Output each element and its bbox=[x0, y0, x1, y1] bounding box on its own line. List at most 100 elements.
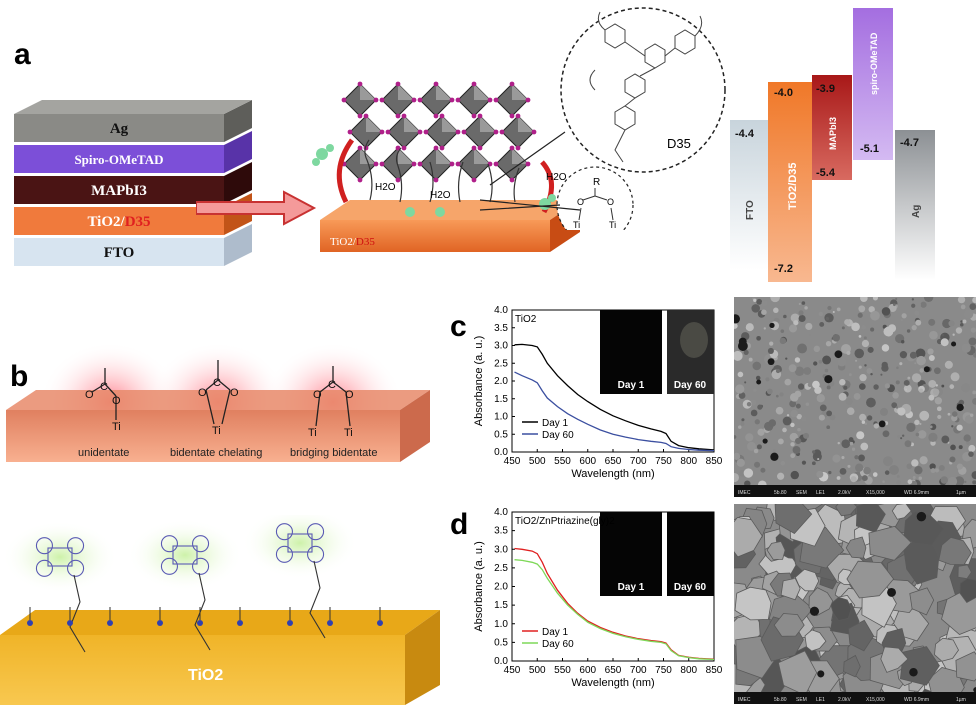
spiro-bar-label: spiro-OMeTAD bbox=[869, 32, 879, 95]
sem-footer-item: 5b.80 bbox=[774, 697, 787, 703]
legend-label-1: Day 60 bbox=[542, 639, 574, 650]
bri-ti2: Ti bbox=[344, 427, 353, 439]
sem-footer-item: 1µm bbox=[956, 490, 966, 496]
tio2-top-value: -4.0 bbox=[774, 87, 793, 99]
sem-footer-item: LE1 bbox=[816, 490, 825, 496]
binding-slab-front bbox=[6, 410, 400, 462]
water-label-1: H2O bbox=[375, 182, 396, 193]
uni-c: C bbox=[100, 381, 108, 393]
x-tick-label: 750 bbox=[655, 665, 672, 676]
y-tick-label: 0.0 bbox=[494, 656, 508, 667]
porphyrin-anchoring-diagram: TiO2 bbox=[0, 515, 440, 705]
sem-footer-item: X15,000 bbox=[866, 490, 885, 496]
x-tick-label: 450 bbox=[504, 456, 521, 467]
tio2-bar-label: TiO2/D35 bbox=[787, 163, 799, 211]
x-tick-label: 650 bbox=[605, 665, 622, 676]
water-label-2: H2O bbox=[430, 190, 451, 201]
mapbi3-bottom-value: -5.4 bbox=[816, 167, 836, 179]
y-tick-label: 0.0 bbox=[494, 447, 508, 458]
bri-c: C bbox=[328, 379, 336, 391]
ag-top-value: -4.7 bbox=[900, 137, 919, 149]
stack-layer-label-1: Spiro-OMeTAD bbox=[74, 152, 163, 167]
y-tick-label: 0.5 bbox=[494, 429, 508, 440]
tio2-substrate-label: TiO2 bbox=[188, 667, 223, 684]
chart-title: TiO2/ZnPtriazine(gly)2 bbox=[515, 516, 615, 527]
bri-o2: O bbox=[345, 389, 354, 401]
mode-bridging-bidentate: bridging bidentate bbox=[290, 447, 377, 459]
x-tick-label: 700 bbox=[630, 456, 647, 467]
legend-label-1: Day 60 bbox=[542, 430, 574, 441]
sample-photo-day60 bbox=[667, 512, 714, 596]
anchor-o1: O bbox=[577, 197, 584, 207]
d35-label: D35 bbox=[667, 136, 691, 151]
y-tick-label: 3.5 bbox=[494, 526, 508, 537]
bar-mapbi3 bbox=[812, 75, 852, 180]
ag-bar-label: Ag bbox=[911, 205, 922, 218]
stack-layer-label-3: TiO2/D35 bbox=[87, 214, 150, 230]
series-line-1 bbox=[514, 559, 715, 661]
interface-scheme: H2O H2O H2O TiO2/D35 bbox=[312, 81, 580, 252]
perovskite-octahedra bbox=[341, 81, 537, 183]
sem-footer-item: 2.0kV bbox=[838, 490, 851, 496]
bar-fto bbox=[730, 120, 768, 270]
bar-spiro bbox=[853, 8, 893, 160]
sem-footer-item: SEM bbox=[796, 490, 807, 496]
y-tick-label: 1.0 bbox=[494, 412, 508, 423]
mode-bidentate-chelating: bidentate chelating bbox=[170, 447, 262, 459]
tio2-substrate-side bbox=[405, 610, 440, 705]
bri-o1: O bbox=[313, 389, 322, 401]
binding-slab-top bbox=[6, 390, 430, 410]
bid-o2: O bbox=[230, 387, 239, 399]
anchor-r: R bbox=[593, 177, 600, 188]
sem-footer-item: 2.0kV bbox=[838, 697, 851, 703]
stack-layer-1 bbox=[14, 145, 224, 173]
x-tick-label: 600 bbox=[579, 456, 596, 467]
tio2-substrate-front bbox=[0, 635, 405, 705]
mode-unidentate: unidentate bbox=[78, 447, 129, 459]
fto-bar-label: FTO bbox=[745, 200, 756, 220]
bar-tio2-d35 bbox=[768, 82, 812, 282]
y-tick-label: 3.0 bbox=[494, 544, 508, 555]
tio2-slab-top bbox=[320, 200, 580, 220]
d35-molecule-inset: D35 R O O Ti Ti bbox=[556, 7, 726, 230]
legend-label-0: Day 1 bbox=[542, 627, 569, 638]
panel-label-d: d bbox=[450, 508, 469, 541]
x-tick-label: 850 bbox=[706, 456, 723, 467]
x-tick-label: 750 bbox=[655, 456, 672, 467]
y-tick-label: 2.5 bbox=[494, 563, 508, 574]
stack-layer-4 bbox=[14, 238, 224, 266]
x-tick-label: 550 bbox=[554, 665, 571, 676]
sem-footer-item: IMEC bbox=[738, 490, 751, 496]
x-axis-label: Wavelength (nm) bbox=[571, 677, 654, 689]
panel-label-a: a bbox=[14, 38, 31, 71]
energy-level-diagram: -4.4 -4.0 -7.2 -3.9 -5.4 -5.1 -4.7 FTO T… bbox=[730, 8, 935, 282]
y-tick-label: 1.0 bbox=[494, 619, 508, 630]
sem-footer-item: WD 6.9mm bbox=[904, 697, 929, 703]
d35-structure bbox=[589, 11, 703, 163]
spiro-bottom-value: -5.1 bbox=[860, 143, 879, 155]
tio2-substrate-top bbox=[0, 610, 440, 635]
y-tick-label: 1.5 bbox=[494, 394, 508, 405]
water-arrow-left bbox=[336, 138, 355, 204]
anchor-ti1: Ti bbox=[573, 220, 580, 230]
inset-label-day1: Day 1 bbox=[618, 380, 645, 391]
y-tick-label: 4.0 bbox=[494, 507, 508, 518]
series-line-1 bbox=[514, 371, 715, 452]
stack-layer-label-0: Ag bbox=[110, 121, 129, 137]
water-label-3: H2O bbox=[546, 172, 567, 183]
panel-label-c: c bbox=[450, 310, 467, 343]
stack-layer-2 bbox=[14, 176, 224, 204]
bid-o1: O bbox=[198, 387, 207, 399]
stack-layer-0 bbox=[14, 114, 224, 142]
sample-photo-day1 bbox=[600, 512, 662, 596]
y-tick-label: 2.0 bbox=[494, 582, 508, 593]
sem-footer-item: WD 6.9mm bbox=[904, 490, 929, 496]
connector-lines bbox=[479, 131, 581, 211]
sample-photo-day1 bbox=[600, 310, 662, 394]
stack-layer-label-2: MAPbI3 bbox=[91, 183, 147, 199]
x-tick-label: 550 bbox=[554, 456, 571, 467]
tio2-bottom-value: -7.2 bbox=[774, 263, 793, 275]
